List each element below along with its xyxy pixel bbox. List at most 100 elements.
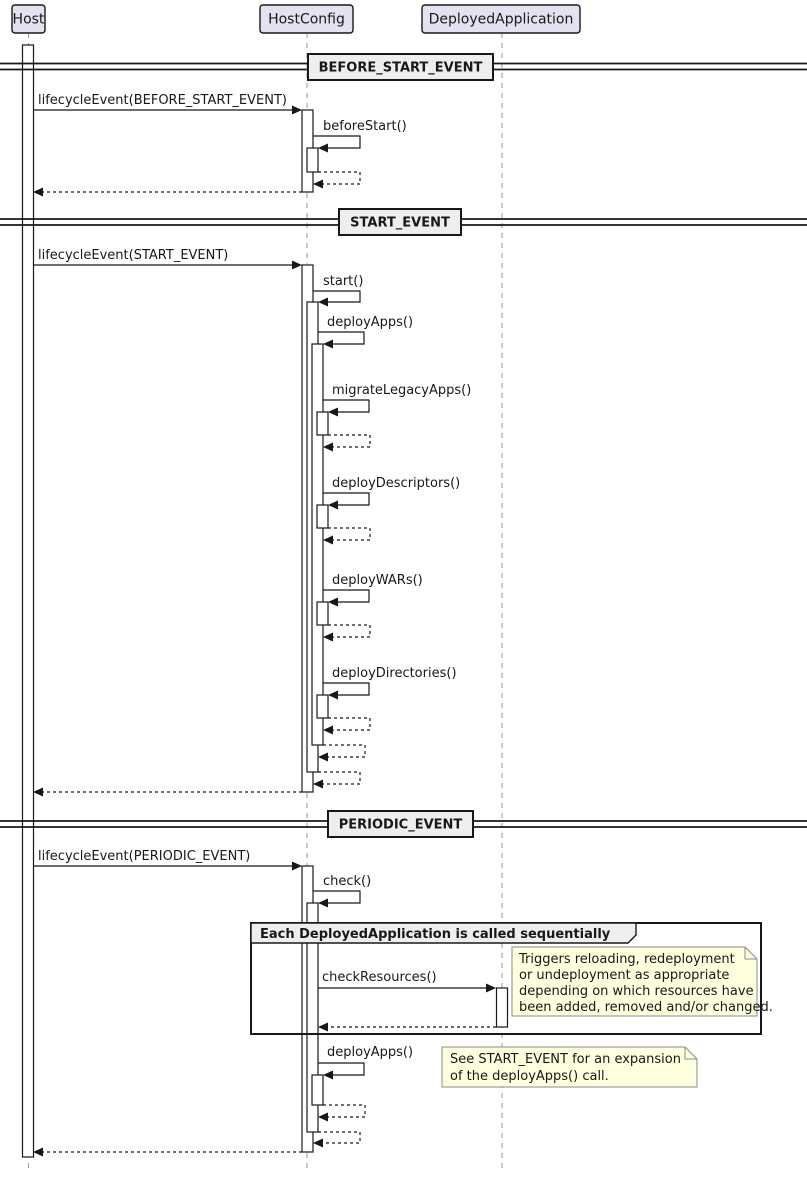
selfcall-deployapps-periodic — [318, 1062, 365, 1076]
message-label-lifecycle-periodic: lifecycleEvent(PERIODIC_EVENT) — [38, 849, 250, 864]
arrowhead — [328, 597, 338, 607]
return-migratelegacyapps — [328, 434, 371, 448]
arrowhead — [323, 725, 333, 735]
frame-title: Each DeployedApplication is called seque… — [260, 927, 611, 942]
participant-deployedapplication-box — [421, 4, 581, 34]
message-label-checkresources: checkResources() — [322, 970, 437, 985]
arrowhead — [318, 297, 328, 307]
message-label-migratelegacyapps: migrateLegacyApps() — [332, 383, 471, 398]
divider-start-event: START_EVENT — [0, 208, 807, 236]
arrowhead — [323, 535, 333, 545]
arrowhead — [323, 1070, 333, 1080]
activation-hostconfig-start-l3 — [316, 411, 329, 436]
divider-label-box — [338, 208, 462, 236]
arrowhead — [318, 1112, 328, 1122]
participant-hostconfig-box — [259, 4, 354, 34]
return-deployapps — [323, 744, 366, 758]
note-line: been added, removed and/or changed. — [519, 1000, 773, 1015]
activation-hostconfig-start-l3 — [316, 694, 329, 719]
selfcall-deploywars — [323, 589, 370, 603]
message-label-beforestart: beforeStart() — [323, 119, 407, 134]
arrowhead — [313, 779, 323, 789]
arrowhead — [328, 690, 338, 700]
note-deploy-apps: See START_EVENT for an expansion of the … — [441, 1046, 698, 1088]
participant-deployedapplication: DeployedApplication — [421, 4, 581, 34]
message-label-lifecycle-start: lifecycleEvent(START_EVENT) — [38, 248, 228, 263]
selfcall-deploydescriptors — [323, 492, 370, 506]
arrowhead — [323, 339, 333, 349]
participant-hostconfig-label: HostConfig — [268, 12, 345, 28]
activation-host — [21, 44, 35, 1158]
frame-title-tab — [250, 922, 637, 944]
selfcall-start — [313, 290, 361, 303]
message-label-deploydirectories: deployDirectories() — [332, 666, 457, 681]
note-line: Triggers reloading, redeployment — [518, 952, 735, 967]
return-check — [318, 1131, 361, 1144]
selfcall-deployapps — [318, 331, 365, 345]
arrowhead — [292, 861, 302, 871]
return-beforestart — [318, 171, 361, 185]
activation-hostconfig-start-l3 — [316, 601, 329, 626]
message-label-start: start() — [323, 274, 363, 289]
arrowhead — [318, 1022, 328, 1032]
participant-deployedapplication-label: DeployedApplication — [429, 12, 574, 28]
message-label-lifecycle-before: lifecycleEvent(BEFORE_START_EVENT) — [38, 93, 287, 108]
return-deploydirectories — [328, 717, 371, 731]
activation-hostconfig-start-l3 — [316, 504, 329, 529]
message-label-deploywars: deployWARs() — [332, 573, 423, 588]
arrowhead — [33, 787, 43, 797]
return-start — [318, 771, 361, 785]
divider-label: START_EVENT — [350, 216, 450, 231]
arrowhead — [292, 260, 302, 270]
activation-hostconfig-before-l1 — [306, 147, 319, 173]
note-line: of the deployApps() call. — [450, 1069, 609, 1084]
return-deploywars — [328, 624, 371, 638]
note-line: or undeployment as appropriate — [519, 968, 729, 983]
note-fold — [684, 1047, 697, 1060]
message-label-deploydescriptors: deployDescriptors() — [332, 476, 460, 491]
message-label-deployapps-periodic: deployApps() — [327, 1045, 413, 1060]
arrowhead — [318, 143, 328, 153]
arrowhead — [318, 752, 328, 762]
selfcall-beforestart — [313, 135, 361, 149]
arrowhead — [328, 407, 338, 417]
arrowhead — [323, 442, 333, 452]
selfcall-check — [313, 890, 361, 904]
divider-label-box — [327, 810, 474, 838]
participant-host-label: Host — [13, 12, 45, 28]
participant-host-box — [11, 4, 46, 34]
selfcall-deploydirectories — [323, 682, 370, 696]
divider-label: PERIODIC_EVENT — [339, 818, 463, 833]
arrowhead — [313, 1138, 323, 1148]
activation-hostconfig-periodic-l1 — [306, 902, 319, 1133]
arrowhead — [318, 898, 328, 908]
message-label-check: check() — [323, 874, 371, 889]
note-line: See START_EVENT for an expansion — [450, 1052, 681, 1067]
divider-label-box — [307, 53, 494, 81]
selfcall-migratelegacyapps — [323, 399, 370, 413]
participant-host: Host — [11, 4, 46, 34]
divider-label: BEFORE_START_EVENT — [319, 61, 483, 76]
arrowhead — [328, 500, 338, 510]
arrowhead — [33, 1147, 43, 1157]
participant-hostconfig: HostConfig — [259, 4, 354, 34]
arrowhead — [486, 983, 496, 993]
note-line: depending on which resources have — [519, 984, 754, 999]
activation-deployedapplication — [495, 987, 509, 1028]
arrowhead — [292, 105, 302, 115]
activation-hostconfig-periodic-l2 — [311, 1074, 324, 1106]
note-body — [511, 946, 758, 1017]
return-deploydescriptors — [328, 527, 371, 541]
return-deployapps-periodic — [323, 1104, 366, 1118]
note-check-resources: Triggers reloading, redeployment or unde… — [511, 946, 773, 1017]
divider-periodic-event: PERIODIC_EVENT — [0, 810, 807, 838]
activation-hostconfig-start-l2 — [311, 343, 324, 746]
arrowhead — [313, 179, 323, 189]
arrowhead — [33, 187, 43, 197]
note-fold — [744, 947, 757, 960]
frame-sequential-loop: Each DeployedApplication is called seque… — [250, 922, 762, 1035]
message-label-deployapps: deployApps() — [327, 315, 413, 330]
divider-before-start-event: BEFORE_START_EVENT — [0, 53, 807, 81]
